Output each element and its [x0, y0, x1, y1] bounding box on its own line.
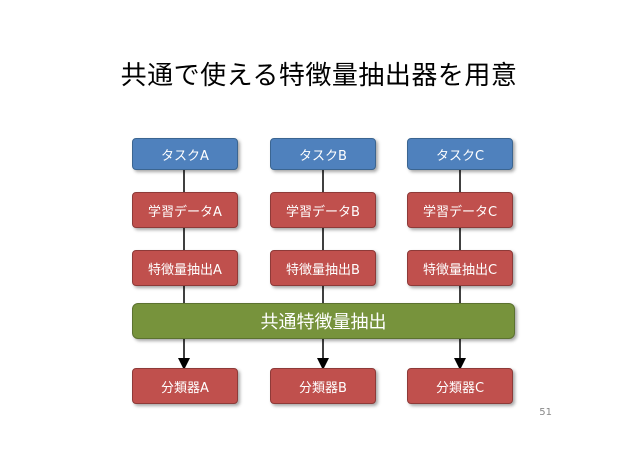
training-data-b-box: 学習データB — [270, 192, 376, 228]
shared-feature-extraction-bar: 共通特徴量抽出 — [132, 303, 515, 339]
training-data-c-box: 学習データC — [407, 192, 513, 228]
task-b-box: タスクB — [270, 138, 376, 170]
classifier-a-box: 分類器A — [132, 368, 238, 404]
classifier-c-box: 分類器C — [407, 368, 513, 404]
task-c-box: タスクC — [407, 138, 513, 170]
task-a-box: タスクA — [132, 138, 238, 170]
page-number: 51 — [539, 407, 552, 418]
feature-extraction-c-box: 特徴量抽出C — [407, 250, 513, 286]
slide-title: 共通で使える特徴量抽出器を用意 — [120, 61, 518, 91]
classifier-b-box: 分類器B — [270, 368, 376, 404]
feature-extraction-b-box: 特徴量抽出B — [270, 250, 376, 286]
feature-extraction-a-box: 特徴量抽出A — [132, 250, 238, 286]
training-data-a-box: 学習データA — [132, 192, 238, 228]
